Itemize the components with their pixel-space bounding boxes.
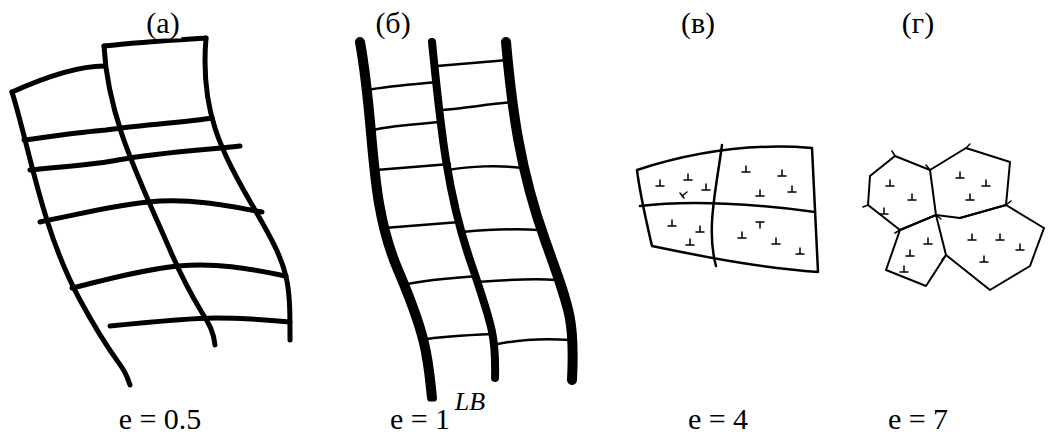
dislocation-cells xyxy=(637,145,818,272)
panel-letter: (г) xyxy=(900,6,936,39)
panel-letter: (б) xyxy=(373,6,412,39)
panel-letter: (а) xyxy=(144,6,181,39)
panel-letter: (в) xyxy=(679,6,717,39)
strain-value: e = 1 xyxy=(388,402,452,435)
boundary-label: LB xyxy=(453,388,487,417)
lamellar-boundaries xyxy=(360,42,573,398)
strain-value: e = 0.5 xyxy=(117,402,204,435)
subgrain-network xyxy=(863,144,1044,290)
strain-value: e = 7 xyxy=(886,402,950,435)
strain-value: e = 4 xyxy=(686,402,750,435)
cell-network xyxy=(12,38,290,385)
